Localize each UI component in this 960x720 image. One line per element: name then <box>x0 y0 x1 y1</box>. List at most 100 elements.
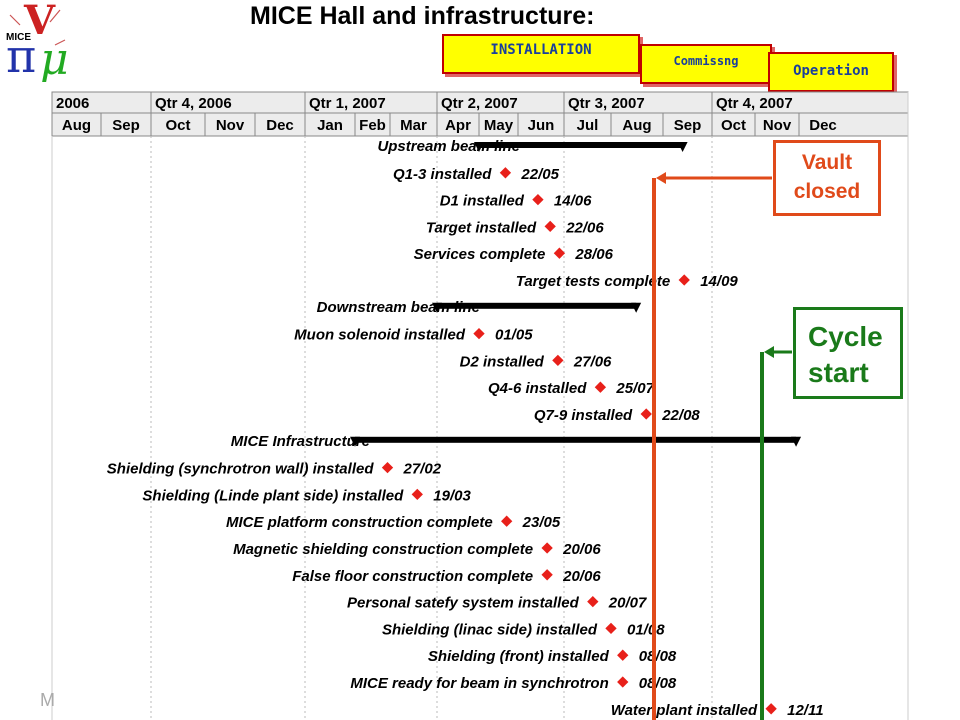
milestone-marker <box>678 274 690 286</box>
task-label: Upstream beam line <box>377 138 520 155</box>
task-label: D1 installed <box>440 193 525 210</box>
milestone-marker <box>605 622 617 635</box>
month-label: Sep <box>112 117 140 134</box>
task-label: MICE platform construction complete <box>226 514 493 531</box>
milestone-marker <box>552 354 564 367</box>
milestone-marker <box>617 649 629 661</box>
milestone-date: 19/03 <box>433 487 471 504</box>
month-label: May <box>484 117 514 134</box>
task-label: Shielding (synchrotron wall) installed <box>107 461 375 478</box>
task-label: MICE ready for beam in synchrotron <box>350 675 608 692</box>
milestone-marker <box>765 703 777 715</box>
task-label: Downstream beam line <box>317 299 480 316</box>
milestone-marker <box>640 408 652 420</box>
task-label: Target tests complete <box>516 273 671 290</box>
month-label: Dec <box>266 117 294 134</box>
milestone-date: 14/06 <box>554 193 592 210</box>
task-label: Q7-9 installed <box>534 407 633 424</box>
milestone-marker <box>594 381 607 393</box>
milestone-date: 27/02 <box>403 461 442 478</box>
milestone-marker <box>501 515 513 527</box>
milestone-date: 12/11 <box>787 702 823 719</box>
year-label: Qtr 4, 2006 <box>155 95 232 112</box>
task-label: Q4-6 installed <box>488 380 587 397</box>
task-label: Shielding (Linde plant side) installed <box>142 487 404 504</box>
month-label: Aug <box>622 117 651 134</box>
phase-installation-label: INSTALLATION <box>490 42 592 58</box>
page-title: MICE Hall and infrastructure: <box>250 2 595 30</box>
milestone-marker <box>617 676 629 688</box>
month-label: Aug <box>62 117 91 134</box>
task-label: Personal satefy system installed <box>347 595 580 612</box>
milestone-marker <box>544 220 556 233</box>
month-label: Feb <box>359 117 386 134</box>
summary-bar-start <box>432 302 442 313</box>
milestone-date: 22/08 <box>661 407 700 424</box>
milestone-date: 08/08 <box>639 675 677 692</box>
year-label: 2006 <box>56 95 89 112</box>
milestone-marker <box>473 327 485 340</box>
summary-bar-start <box>350 436 360 447</box>
year-label: Qtr 2, 2007 <box>441 95 518 112</box>
milestone-date: 23/05 <box>522 514 561 531</box>
vault-closed-annotation: Vault closed <box>773 140 881 216</box>
milestone-marker <box>381 461 394 474</box>
task-label: Q1-3 installed <box>393 166 492 183</box>
summary-bar-end <box>677 142 688 152</box>
month-label: Jan <box>317 117 343 134</box>
svg-text:π: π <box>6 29 36 82</box>
milestone-date: 08/08 <box>639 648 677 665</box>
milestone-date: 22/05 <box>520 166 559 183</box>
month-label: Nov <box>763 117 792 134</box>
task-label: Muon solenoid installed <box>294 327 466 344</box>
vault-arrow-head <box>656 172 666 184</box>
month-label: Mar <box>400 117 427 134</box>
task-label: Services complete <box>414 246 546 263</box>
summary-bar-end <box>791 436 802 447</box>
task-label: Water plant installed <box>611 702 758 719</box>
milestone-marker <box>411 488 423 501</box>
svg-text:μ: μ <box>40 34 69 82</box>
phase-installation: INSTALLATION <box>442 34 640 74</box>
month-label: Jun <box>528 117 555 134</box>
task-label: Shielding (front) installed <box>428 648 610 665</box>
milestone-marker <box>553 247 566 259</box>
milestone-date: 20/07 <box>608 595 647 612</box>
year-label: Qtr 4, 2007 <box>716 95 793 112</box>
month-label: Dec <box>809 117 837 134</box>
year-label: Qtr 1, 2007 <box>309 95 386 112</box>
summary-bar-start <box>474 142 484 152</box>
footer-text: M <box>40 690 55 710</box>
milestone-marker <box>541 569 553 581</box>
year-label: Qtr 3, 2007 <box>568 95 645 112</box>
milestone-date: 28/06 <box>574 246 613 263</box>
month-label: Jul <box>577 117 599 134</box>
milestone-date: 27/06 <box>573 353 612 370</box>
logo-text: MICE <box>6 32 31 43</box>
milestone-marker <box>532 193 544 206</box>
milestone-date: 01/05 <box>495 327 533 344</box>
summary-bar-end <box>631 302 642 313</box>
milestone-date: 20/06 <box>562 568 601 585</box>
milestone-date: 01/08 <box>627 621 665 638</box>
mice-logo: V π μ MICE <box>6 0 69 82</box>
milestone-date: 14/09 <box>700 273 738 290</box>
month-label: Sep <box>674 117 702 134</box>
milestone-marker <box>499 167 512 179</box>
month-label: Oct <box>165 117 190 134</box>
summary-bar <box>355 436 797 443</box>
month-label: Apr <box>445 117 471 134</box>
task-label: Magnetic shielding construction complete <box>233 541 533 558</box>
task-label: Shielding (linac side) installed <box>382 621 598 638</box>
summary-bar <box>437 302 637 309</box>
phase-operation-label: Operation <box>793 63 869 79</box>
cycle-arrow-head <box>764 346 774 358</box>
summary-bar <box>479 142 683 148</box>
phase-commissioning-label: Commissng <box>673 54 739 68</box>
milestone-date: 20/06 <box>562 541 601 558</box>
milestone-date: 22/06 <box>565 219 604 236</box>
task-label: Target installed <box>426 219 537 236</box>
cycle-start-annotation: Cycle start <box>793 307 903 399</box>
task-label: MICE Infrastructure <box>231 433 370 450</box>
